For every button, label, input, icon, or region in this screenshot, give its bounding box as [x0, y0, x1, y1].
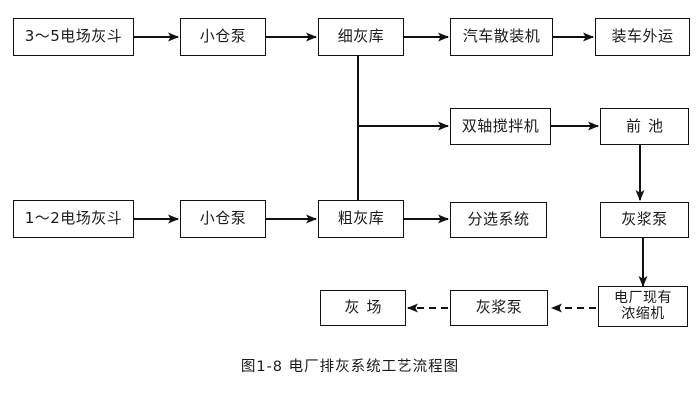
node-front_pool[interactable]: 前池	[600, 108, 689, 145]
node-fine_ash_silo[interactable]: 细灰库	[318, 18, 404, 56]
node-small_pump_bottom[interactable]: 小仓泵	[180, 200, 266, 238]
node-slurry_pump_right[interactable]: 灰浆泵	[600, 202, 689, 238]
node-esp_hopper_3_5[interactable]: 3～5电场灰斗	[13, 18, 134, 56]
node-small_pump_top[interactable]: 小仓泵	[180, 18, 266, 56]
node-sorting_system[interactable]: 分选系统	[450, 202, 547, 238]
node-truck_bulk_loader[interactable]: 汽车散装机	[450, 18, 553, 56]
node-coarse_ash_silo[interactable]: 粗灰库	[318, 200, 404, 238]
node-ash_yard[interactable]: 灰场	[320, 290, 406, 326]
node-esp_hopper_1_2[interactable]: 1～2电场灰斗	[13, 200, 134, 238]
node-slurry_pump_bottom[interactable]: 灰浆泵	[450, 290, 548, 326]
node-truck_transport[interactable]: 装车外运	[595, 18, 690, 56]
figure-caption: 图1-8 电厂排灰系统工艺流程图	[240, 359, 460, 375]
node-twin_shaft_mixer[interactable]: 双轴搅拌机	[450, 108, 551, 145]
node-plant_thickener[interactable]: 电厂现有 浓缩机	[598, 286, 688, 327]
